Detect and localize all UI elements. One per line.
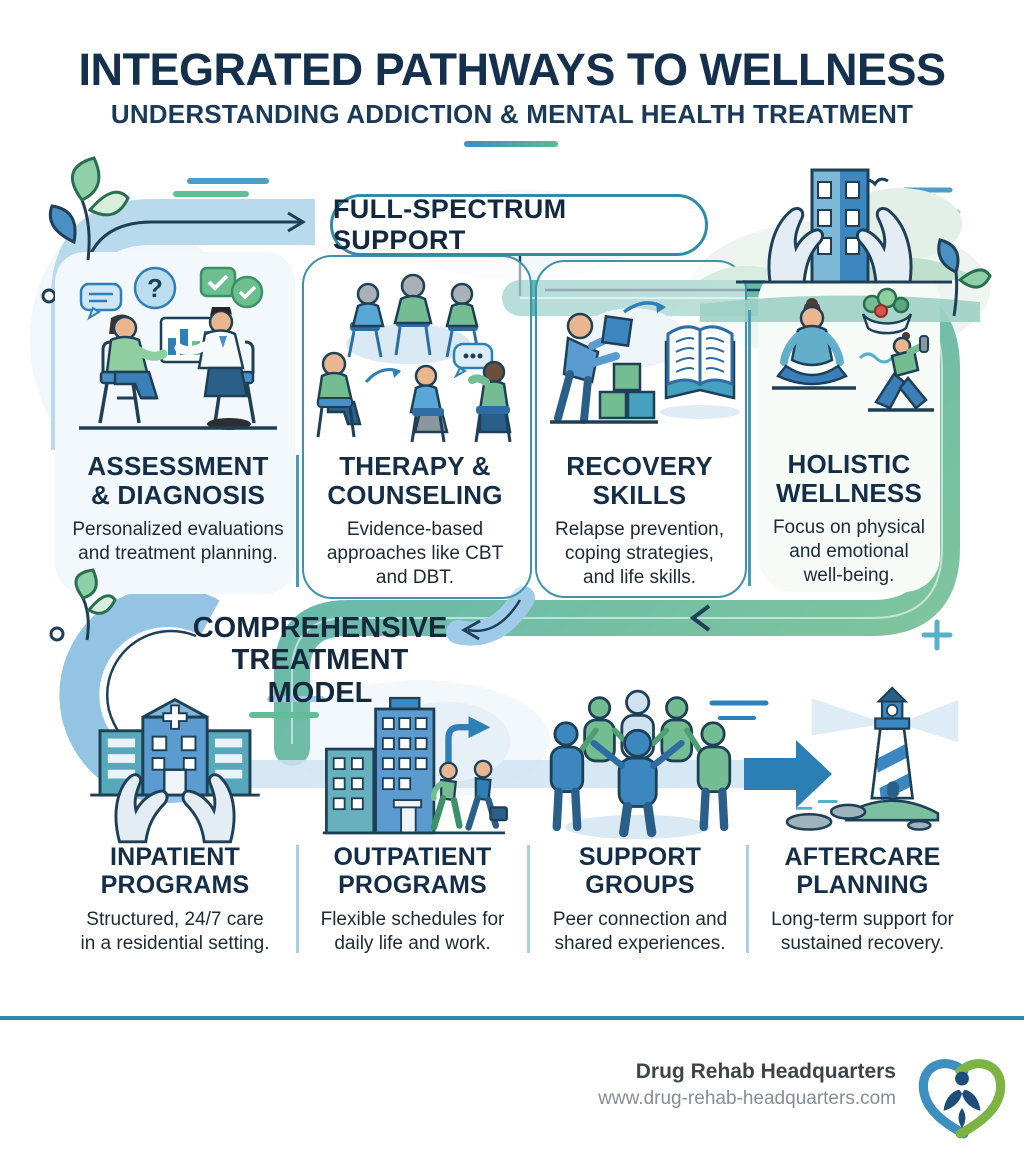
website-url: www.drug-rehab-headquarters.com: [598, 1088, 896, 1109]
section-description: Peer connection and shared experiences.: [552, 909, 728, 954]
section-title: AFTERCARE PLANNING: [784, 843, 941, 899]
lighthouse-icon: [765, 672, 960, 844]
section-title: OUTPATIENT PROGRAMS: [333, 843, 492, 899]
section-title: ASSESSMENT & DIAGNOSIS: [87, 451, 269, 510]
banner-label: FULL-SPECTRUM SUPPORT: [333, 194, 567, 255]
section-holistic: HOLISTIC WELLNESS Focus on physical and …: [758, 272, 940, 588]
section-support: SUPPORT GROUPS Peer connection and share…: [540, 672, 740, 956]
divider: [296, 455, 299, 587]
counseling-session-icon: ?: [62, 252, 294, 452]
section-description: Personalized evaluations and treatment p…: [72, 519, 284, 565]
page-subtitle: UNDERSTANDING ADDICTION & MENTAL HEALTH …: [110, 99, 914, 129]
section-title: INPATIENT PROGRAMS: [100, 843, 250, 899]
heart-care-logo-icon: [918, 1059, 1006, 1139]
section-recovery: RECOVERY SKILLS Relapse prevention, copi…: [537, 266, 742, 590]
leaf-sprig-small-icon: [74, 568, 117, 641]
section-description: Evidence-based approaches like CBT and D…: [326, 519, 504, 589]
section-description: Focus on physical and emotional well-bei…: [772, 517, 926, 587]
full-spectrum-banner: FULL-SPECTRUM SUPPORT: [330, 194, 708, 256]
footer-rule: [0, 1016, 1024, 1020]
section-therapy: THERAPY & COUNSELING Evidence-based appr…: [305, 258, 525, 590]
leaf-sprig-icon: [48, 156, 130, 261]
section-outpatient: OUTPATIENT PROGRAMS Flexible schedules f…: [310, 672, 515, 956]
section-inpatient: INPATIENT PROGRAMS Structured, 24/7 care…: [55, 672, 295, 956]
divider: [748, 310, 751, 586]
support-circle-icon: [540, 672, 740, 844]
section-title: RECOVERY SKILLS: [566, 451, 713, 510]
brand-name: Drug Rehab Headquarters: [635, 1060, 896, 1083]
section-title: HOLISTIC WELLNESS: [775, 449, 923, 508]
section-aftercare: AFTERCARE PLANNING Long-term support for…: [765, 672, 960, 956]
section-assessment: ?: [58, 252, 298, 566]
wellness-yoga-icon: [760, 272, 938, 450]
section-description: Flexible schedules for daily life and wo…: [320, 909, 505, 954]
divider: [296, 845, 299, 953]
city-commute-icon: [310, 672, 515, 844]
section-description: Long-term support for sustained recovery…: [771, 909, 954, 954]
svg-text:?: ?: [147, 273, 163, 303]
section-description: Structured, 24/7 care in a residential s…: [80, 909, 270, 954]
hospital-in-hands-icon: [63, 672, 287, 844]
divider: [746, 845, 749, 953]
skills-building-icon: [540, 266, 740, 452]
section-title: SUPPORT GROUPS: [578, 843, 702, 899]
page-title: INTEGRATED PATHWAYS TO WELLNESS: [78, 44, 946, 95]
title-underline-bar: [464, 141, 558, 147]
section-title: THERAPY & COUNSELING: [327, 451, 503, 510]
group-therapy-icon: [308, 258, 522, 452]
section-description: Relapse prevention, coping strategies, a…: [555, 519, 724, 589]
divider: [527, 845, 530, 953]
